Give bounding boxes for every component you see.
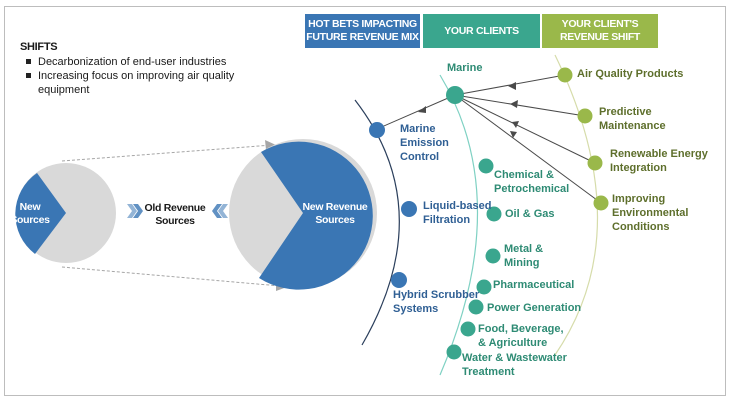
client-label-pharmaceutical: Pharmaceutical	[493, 279, 575, 291]
client-node-oil-gas[interactable]	[486, 206, 502, 222]
hot-bet-node-hybrid-scrubber-systems[interactable]	[391, 272, 407, 288]
shift-label-environmental-conditions: Improving Environmental Conditions	[612, 192, 688, 234]
small-pie-new-sources	[15, 173, 66, 254]
header-revenue-shift-line1: YOUR CLIENT'S	[561, 18, 639, 30]
shift-node-environmental-conditions[interactable]	[593, 195, 609, 211]
shifts-panel: SHIFTS Decarbonization of end-user indus…	[20, 40, 270, 97]
client-label-food-beverage: Food, Beverage, & Agriculture	[478, 322, 564, 350]
small-pie-label-line2: Sources	[10, 214, 50, 226]
diagram-frame	[4, 6, 726, 396]
label-line: Water & Wastewater	[462, 352, 567, 364]
label-line: Filtration	[423, 214, 471, 226]
chevron-right-icon	[127, 204, 143, 218]
label-line: Renewable Energy	[610, 148, 708, 160]
shift-node-predictive-maintenance[interactable]	[577, 108, 593, 124]
label-line: Mining	[504, 257, 540, 269]
label-line: Marine	[400, 123, 436, 135]
large-pie-new-revenue-sources	[259, 141, 373, 290]
label-line: Metal &	[504, 243, 544, 255]
shift-node-air-quality[interactable]	[557, 67, 573, 83]
header-your-clients: YOUR CLIENTS	[423, 14, 540, 48]
label-line: Treatment	[462, 366, 515, 378]
chevron-left-icon	[212, 204, 228, 218]
client-label-water-wastewater: Water & Wastewater Treatment	[462, 351, 567, 379]
client-node-water-wastewater[interactable]	[446, 344, 462, 360]
connector-arrowheads	[418, 82, 519, 138]
label-line: Petrochemical	[494, 183, 570, 195]
label-line: Liquid-based	[423, 200, 492, 212]
large-pie-label: New Revenue Sources	[300, 201, 370, 227]
header-revenue-shift-line2: REVENUE SHIFT	[559, 31, 641, 43]
hot-bet-label-hybrid-scrubber-systems: Hybrid Scrubber Systems	[393, 288, 479, 316]
client-label-power-generation: Power Generation	[487, 302, 582, 314]
client-node-power-generation[interactable]	[468, 299, 484, 315]
shift-label-predictive-maintenance: Predictive Maintenance	[599, 105, 666, 133]
old-revenue-label-line2: Sources	[155, 215, 195, 227]
client-node-pharmaceutical[interactable]	[476, 279, 492, 295]
revenue-shift-arc	[554, 54, 598, 356]
header-your-clients-label: YOUR CLIENTS	[444, 24, 519, 37]
header-hot-bets-line1: HOT BETS IMPACTING	[308, 18, 417, 30]
label-line: Chemical &	[494, 169, 554, 181]
client-hub-node-marine[interactable]	[446, 86, 464, 104]
label-line: Systems	[393, 303, 439, 315]
client-label-metal-mining: Metal & Mining	[504, 242, 543, 270]
label-line: Improving	[612, 193, 666, 205]
client-label-chemical: Chemical & Petrochemical	[494, 168, 569, 196]
shift-label-renewable-energy: Renewable Energy Integration	[610, 147, 708, 175]
shift-node-renewable-energy[interactable]	[587, 155, 603, 171]
hot-bet-label-marine-emission-control: Marine Emission Control	[400, 122, 449, 164]
shifts-list: Decarbonization of end-user industries I…	[20, 55, 270, 97]
label-line: & Agriculture	[478, 337, 548, 349]
shifts-title: SHIFTS	[20, 41, 58, 53]
shift-item: Increasing focus on improving air qualit…	[26, 69, 270, 97]
small-pie-label-line1: New	[19, 201, 41, 213]
old-revenue-label-line1: Old Revenue	[144, 202, 206, 214]
projection-line-bottom	[61, 266, 281, 287]
hot-bet-node-marine-emission-control[interactable]	[369, 122, 385, 138]
label-line: Integration	[610, 162, 667, 174]
large-pie-label-line2: Sources	[315, 214, 355, 226]
label-line: Hybrid Scrubber	[393, 289, 480, 301]
label-line: Predictive	[599, 106, 652, 118]
projection-arrow-top	[265, 140, 276, 150]
client-node-food-beverage[interactable]	[460, 321, 476, 337]
hot-bet-label-liquid-based-filtration: Liquid-based Filtration	[423, 199, 491, 227]
client-node-metal-mining[interactable]	[485, 248, 501, 264]
hot-bet-node-liquid-based-filtration[interactable]	[401, 201, 417, 217]
header-hot-bets-line2: FUTURE REVENUE MIX	[306, 31, 419, 43]
client-hub-label-marine: Marine	[447, 62, 483, 74]
client-label-oil-gas: Oil & Gas	[505, 208, 555, 220]
projection-line-top	[61, 144, 273, 162]
label-line: Emission	[400, 137, 449, 149]
label-line: Maintenance	[599, 120, 666, 132]
large-pie-label-line1: New Revenue	[302, 201, 368, 213]
label-line: Conditions	[612, 221, 670, 233]
shift-item: Decarbonization of end-user industries	[26, 55, 270, 69]
label-line: Environmental	[612, 207, 689, 219]
label-line: Control	[400, 151, 440, 163]
shift-label-air-quality: Air Quality Products	[577, 68, 684, 80]
old-revenue-sources-label: Old Revenue Sources	[140, 202, 210, 228]
label-line: Food, Beverage,	[478, 323, 564, 335]
clients-arc	[439, 74, 478, 376]
small-pie-label: New Sources	[10, 201, 50, 227]
client-node-chemical[interactable]	[478, 158, 494, 174]
